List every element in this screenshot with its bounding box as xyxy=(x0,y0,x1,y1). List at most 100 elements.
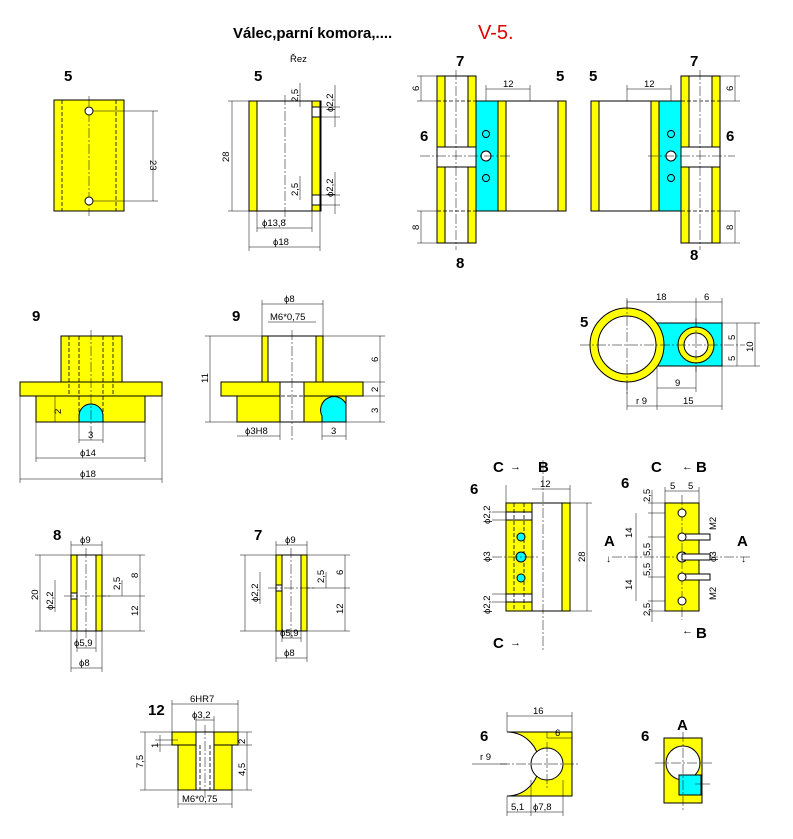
dim-text: 5,5 xyxy=(642,563,653,576)
dim-text: ϕ2,2 xyxy=(482,595,493,614)
dim-text: 12 xyxy=(130,605,141,616)
dim-text: 8 xyxy=(130,573,141,578)
section-letter: A xyxy=(737,533,748,550)
part6-side-view: 6 C → B C → 12 28 ϕ2,2 ϕ3 ϕ2,2 xyxy=(470,459,592,652)
dim-text: 2,5 xyxy=(316,570,327,583)
part7-section: 7 ϕ9 ϕ2,2 2,5 6 12 ϕ5,9 ϕ8 xyxy=(240,527,350,662)
dim-text: 2,5 xyxy=(290,183,301,196)
dim-text: r 9 xyxy=(480,752,491,763)
dim-text: 20 xyxy=(30,589,41,600)
part-label: 5 xyxy=(589,68,597,85)
dim-text: 14 xyxy=(624,579,635,590)
dim-text: ϕ18 xyxy=(273,237,289,248)
dim-text: ϕ3,2 xyxy=(192,710,211,721)
dim-text: ϕ13,8 xyxy=(262,218,286,229)
part9-section: 9 ϕ8 M6*0,75 11 6 2 3 ϕ3H8 3 xyxy=(200,294,385,440)
dim-text: 6HR7 xyxy=(190,694,214,705)
part-label: 6 xyxy=(621,475,629,492)
dim-text: 6 xyxy=(370,357,381,362)
section-letter: C xyxy=(493,459,504,476)
part6-detail: 6 16 6 r 9 5,1 ϕ7,8 xyxy=(472,706,580,816)
dim-text: M2 xyxy=(708,517,719,530)
dim-text: ϕ2,2 xyxy=(325,93,336,112)
section-letter: C xyxy=(493,635,504,652)
dim-text: 2,5 xyxy=(642,489,653,502)
dim-text: r 9 xyxy=(636,396,647,407)
dim-text: 5,1 xyxy=(511,802,524,813)
section-label: Řez xyxy=(290,54,307,65)
dim-text: 5 xyxy=(688,481,693,492)
dim-text: ϕ2,2 xyxy=(45,591,56,610)
dim-text: ϕ3 xyxy=(708,551,719,562)
dim-text: M6*0,75 xyxy=(182,794,217,805)
part-label: 7 xyxy=(456,53,464,70)
dim-text: ϕ18 xyxy=(80,469,96,480)
part12-section: 12 6HR7 ϕ3,2 2 4,5 1 7,5 M6*0,75 xyxy=(135,694,252,808)
svg-text:←: ← xyxy=(682,461,693,473)
dim-text: 6 xyxy=(335,570,346,575)
sheet-number: V-5. xyxy=(478,22,514,44)
dim-text: 11 xyxy=(200,373,211,383)
part-label: 6 xyxy=(641,728,649,745)
dim-text: 6 xyxy=(725,86,736,91)
part8-section: 8 ϕ9 20 ϕ2,2 2,5 8 12 ϕ5,9 ϕ8 xyxy=(30,527,145,672)
section-letter: B xyxy=(696,625,707,642)
dim-text: 5 xyxy=(727,335,738,340)
dim-text: ϕ5,9 xyxy=(74,638,93,649)
part6-view-a: 6 A xyxy=(641,717,712,810)
dim-text: 2,5 xyxy=(112,577,123,590)
part-label: 8 xyxy=(53,527,61,544)
dim-text: 2 xyxy=(237,739,248,744)
part-label: 6 xyxy=(470,481,478,498)
part-label: 7 xyxy=(690,53,698,70)
dim-text: 2,5 xyxy=(290,89,301,102)
dim-text: 5 xyxy=(727,356,738,361)
dim-text: 15 xyxy=(683,396,694,407)
section-letter: A xyxy=(604,533,615,550)
part-label: 5 xyxy=(64,68,72,85)
dim-text: 6 xyxy=(411,86,422,91)
dim-text: 9 xyxy=(675,378,680,389)
dim-text: ϕ3 xyxy=(482,551,493,562)
dim-text: 3 xyxy=(331,426,336,437)
dim-text: 3 xyxy=(370,408,381,413)
dim-text: ϕ14 xyxy=(80,448,96,459)
dim-text: 16 xyxy=(533,706,544,717)
part-label: 6 xyxy=(726,128,734,145)
dim-text: ϕ5,9 xyxy=(280,628,299,639)
part5-section: 5 Řez 28 2,5 ϕ2,2 2,5 ϕ2,2 ϕ13,8 ϕ18 xyxy=(221,54,340,251)
dim-text: 10 xyxy=(745,341,756,352)
dim-text: ϕ9 xyxy=(80,535,91,546)
part5-view-a: 5 23 xyxy=(53,68,158,216)
part9-view: 9 2 3 ϕ14 ϕ18 xyxy=(19,308,163,483)
dim-text: 12 xyxy=(644,79,655,90)
dim-text: ϕ8 xyxy=(79,658,90,669)
dim-text: ϕ8 xyxy=(284,648,295,659)
dim-text: ϕ9 xyxy=(285,535,296,546)
part-label: 6 xyxy=(420,128,428,145)
dim-text: 2 xyxy=(370,387,381,392)
dim-text: 1 xyxy=(150,743,161,748)
part-label: 5 xyxy=(556,68,564,85)
assembly-left: 7 5 6 8 12 6 8 xyxy=(411,53,567,272)
dim-text: ϕ2,2 xyxy=(325,178,336,197)
svg-text:→: → xyxy=(510,461,521,473)
part5-top-view: 5 18 6 5 5 10 9 r 9 15 xyxy=(580,292,760,410)
dim-text: 5,5 xyxy=(642,543,653,556)
section-letter: A xyxy=(677,717,688,734)
assembly-right: 5 7 6 8 12 6 8 xyxy=(589,53,740,264)
dim-text: 3 xyxy=(88,430,93,441)
part-label: 9 xyxy=(232,308,240,325)
section-letter: B xyxy=(538,459,549,476)
dim-text: 4,5 xyxy=(237,763,248,776)
svg-text:↓: ↓ xyxy=(606,554,611,565)
dim-text: 28 xyxy=(221,151,232,162)
dim-text: 12 xyxy=(540,479,551,490)
dim-text: ϕ8 xyxy=(284,294,295,305)
part-label: 6 xyxy=(480,728,488,745)
part6-front-view: 6 C ← B ← B A A ↓ ↓ 5 5 2,5 14 5,5 xyxy=(604,459,752,642)
dim-text: 18 xyxy=(656,292,667,303)
dim-text: 6 xyxy=(704,292,709,303)
